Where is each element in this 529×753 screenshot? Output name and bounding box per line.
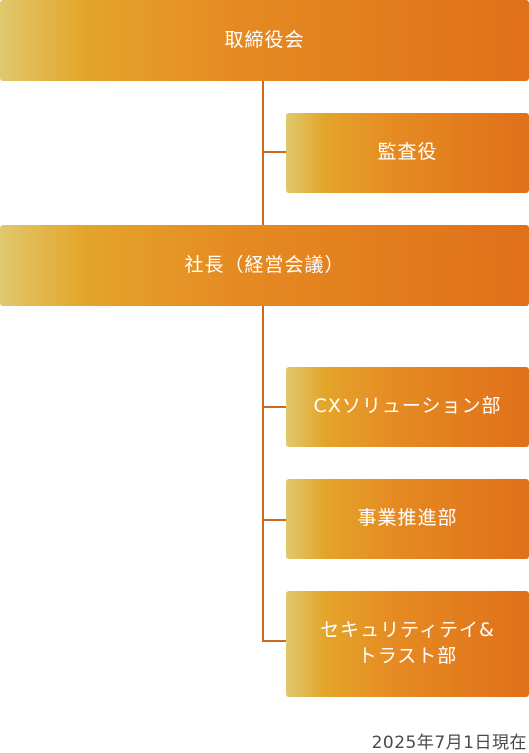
department-label: CXソリューション部	[313, 395, 502, 418]
auditor-label: 監査役	[377, 141, 438, 164]
connector-president-departments	[262, 305, 264, 641]
president-box: 社長（経営会議）	[0, 225, 529, 306]
connector-dept-branch-1	[262, 406, 286, 408]
as-of-date: 2025年7月1日現在	[371, 733, 527, 753]
department-label: 事業推進部	[357, 507, 458, 530]
connector-dept-branch-2	[262, 519, 286, 521]
connector-board-president	[262, 80, 264, 226]
president-label: 社長（経営会議）	[184, 253, 345, 276]
department-box-cx-solution: CXソリューション部	[286, 367, 529, 447]
connector-dept-branch-3	[262, 640, 286, 642]
department-label: セキュリティテイ& トラスト部	[320, 619, 495, 667]
department-box-business-promotion: 事業推進部	[286, 479, 529, 559]
auditor-box: 監査役	[286, 113, 529, 193]
board-of-directors-box: 取締役会	[0, 0, 529, 81]
board-of-directors-label: 取締役会	[224, 28, 305, 51]
connector-auditor-branch	[262, 151, 286, 153]
department-box-security-trust: セキュリティテイ& トラスト部	[286, 591, 529, 697]
